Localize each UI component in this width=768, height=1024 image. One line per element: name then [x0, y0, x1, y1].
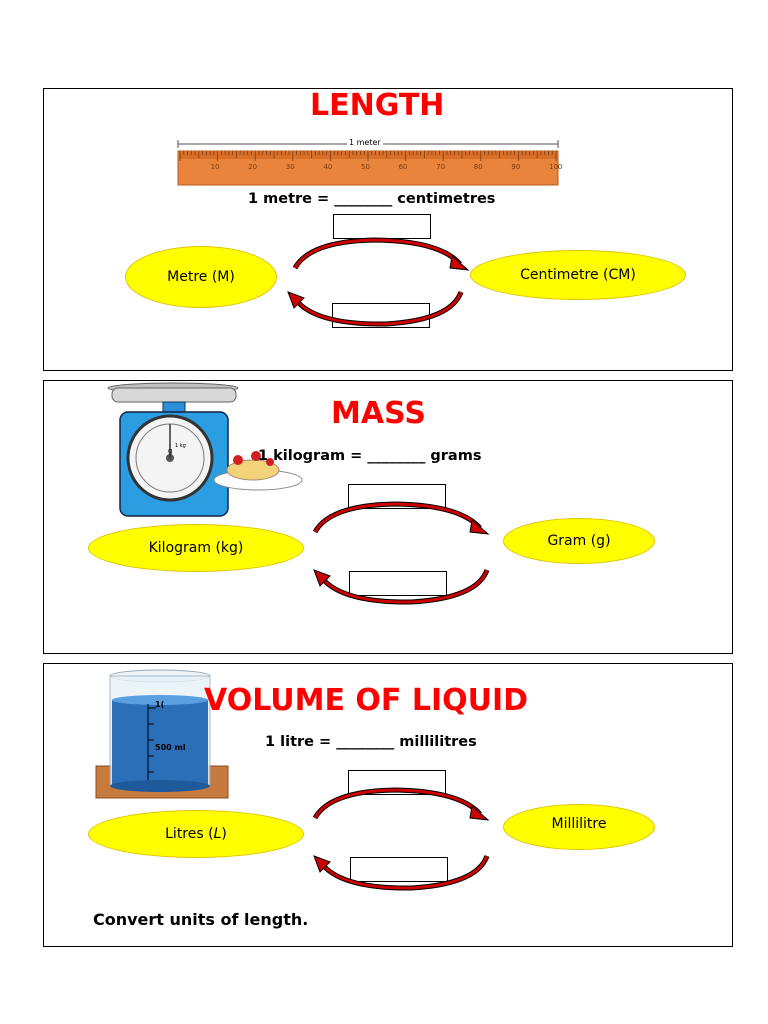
- length-left-unit-oval: Metre (M): [125, 246, 277, 308]
- volume-bottom-arrow: [313, 854, 490, 891]
- volume-right-unit-oval: Millilitre: [503, 804, 655, 850]
- mass-right-unit-oval: Gram (g): [503, 518, 655, 564]
- length-right-unit-oval: Centimetre (CM): [470, 250, 686, 300]
- scale-g-label: g: [168, 447, 173, 455]
- beaker-top-label: 1(: [155, 700, 165, 709]
- mass-title: MASS: [331, 396, 426, 431]
- mass-bottom-arrow: [313, 568, 490, 605]
- ruler-tick-label: 20: [248, 163, 258, 171]
- length-bottom-arrow: [287, 290, 464, 327]
- mass-bottom-answer-box[interactable]: [349, 571, 447, 596]
- mass-top-arrow: [312, 501, 490, 535]
- mass-left-unit: Kilogram (kg): [148, 540, 244, 556]
- volume-bottom-answer-box[interactable]: [350, 857, 448, 882]
- scale-unit-label: 1 kg: [175, 443, 186, 449]
- mass-left-unit-oval: Kilogram (kg): [88, 524, 304, 572]
- volume-left-unit-prefix: Litres (: [165, 826, 214, 842]
- volume-left-unit-symbol: L: [213, 826, 222, 842]
- length-title: LENGTH: [310, 88, 445, 123]
- length-right-unit: Centimetre (CM): [520, 267, 636, 283]
- footer-instruction: Convert units of length.: [93, 910, 309, 929]
- ruler-tick-label: 70: [436, 163, 446, 171]
- length-left-unit: Metre (M): [167, 269, 235, 285]
- beaker-volume-label: 500 ml: [155, 743, 186, 752]
- volume-title: VOLUME OF LIQUID: [204, 683, 529, 718]
- ruler-tick-label: 30: [285, 163, 295, 171]
- volume-left-unit-oval: Litres (L): [88, 810, 304, 858]
- length-top-arrow: [292, 237, 470, 271]
- ruler-image: [177, 138, 559, 186]
- ruler-graphic: [177, 140, 559, 186]
- ruler-tick-label: 80: [473, 163, 483, 171]
- ruler-tick-label: 50: [361, 163, 370, 171]
- ruler-tick-label: 10: [210, 163, 220, 171]
- volume-top-arrow: [312, 787, 490, 821]
- ruler-tick-label: 40: [323, 163, 333, 171]
- scale-image: [107, 382, 303, 517]
- ruler-tick-label: 100: [549, 163, 563, 171]
- volume-equation: 1 litre = ________ millilitres: [265, 734, 477, 750]
- ruler-label: 1 meter: [347, 138, 383, 147]
- volume-right-unit: Millilitre: [551, 816, 607, 832]
- ruler-tick-label: 60: [398, 163, 408, 171]
- volume-left-unit-suffix: ): [221, 826, 227, 842]
- mass-right-unit: Gram (g): [547, 533, 611, 549]
- mass-equation: 1 kilogram = ________ grams: [258, 448, 482, 464]
- beaker-image: [95, 669, 229, 799]
- length-equation: 1 metre = ________ centimetres: [248, 191, 496, 207]
- volume-left-unit: Litres (L): [165, 826, 227, 842]
- ruler-tick-label: 90: [511, 163, 521, 171]
